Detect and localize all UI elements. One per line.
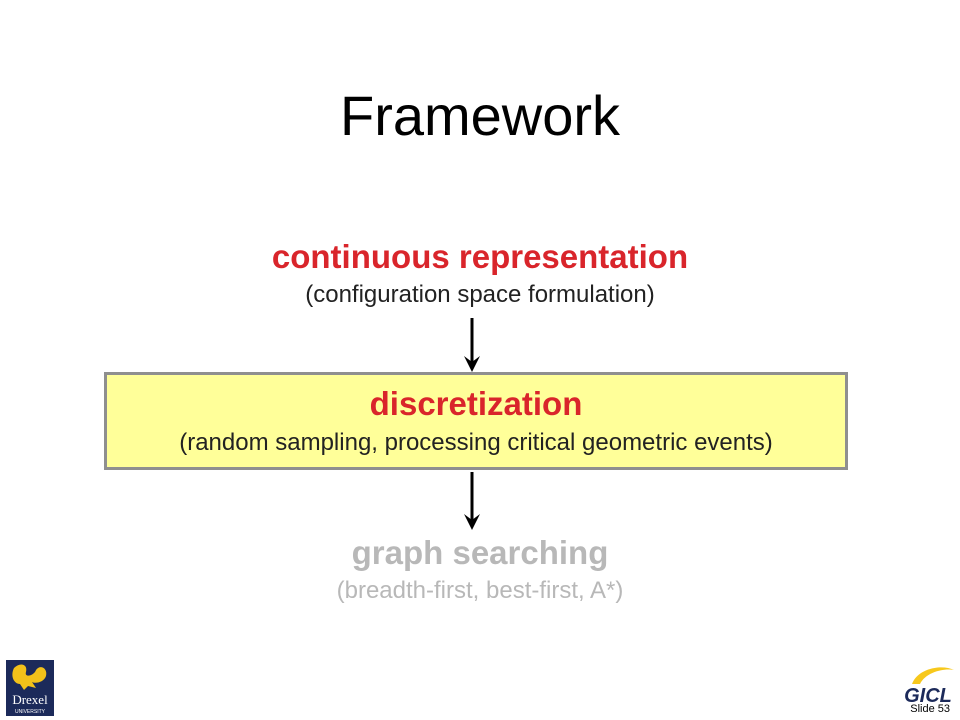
stage-subtitle: (configuration space formulation): [305, 281, 655, 308]
drexel-logo: Drexel UNIVERSITY: [6, 660, 54, 716]
gicl-logo: GICL: [904, 667, 954, 706]
drexel-wordmark: Drexel: [12, 692, 48, 707]
stage-graph-searching: graph searching (breadth-first, best-fir…: [0, 536, 960, 603]
drexel-university-label: UNIVERSITY: [15, 709, 46, 715]
stage-subtitle: (breadth-first, best-first, A*): [336, 577, 624, 604]
slide-number: Slide 53: [910, 703, 950, 715]
down-arrow-icon: [464, 318, 480, 372]
stage-title: continuous representation: [271, 238, 689, 275]
stage-title: discretization: [369, 385, 583, 422]
stage-discretization-highlight-box: discretization (random sampling, process…: [104, 372, 848, 470]
stage-subtitle: (random sampling, processing critical ge…: [179, 429, 773, 456]
down-arrow-icon: [464, 472, 480, 530]
slide-title: Framework: [339, 84, 621, 147]
stage-continuous-representation: continuous representation (configuration…: [0, 240, 960, 307]
gicl-wordmark: GICL: [904, 685, 952, 706]
stage-title: graph searching: [351, 534, 609, 571]
